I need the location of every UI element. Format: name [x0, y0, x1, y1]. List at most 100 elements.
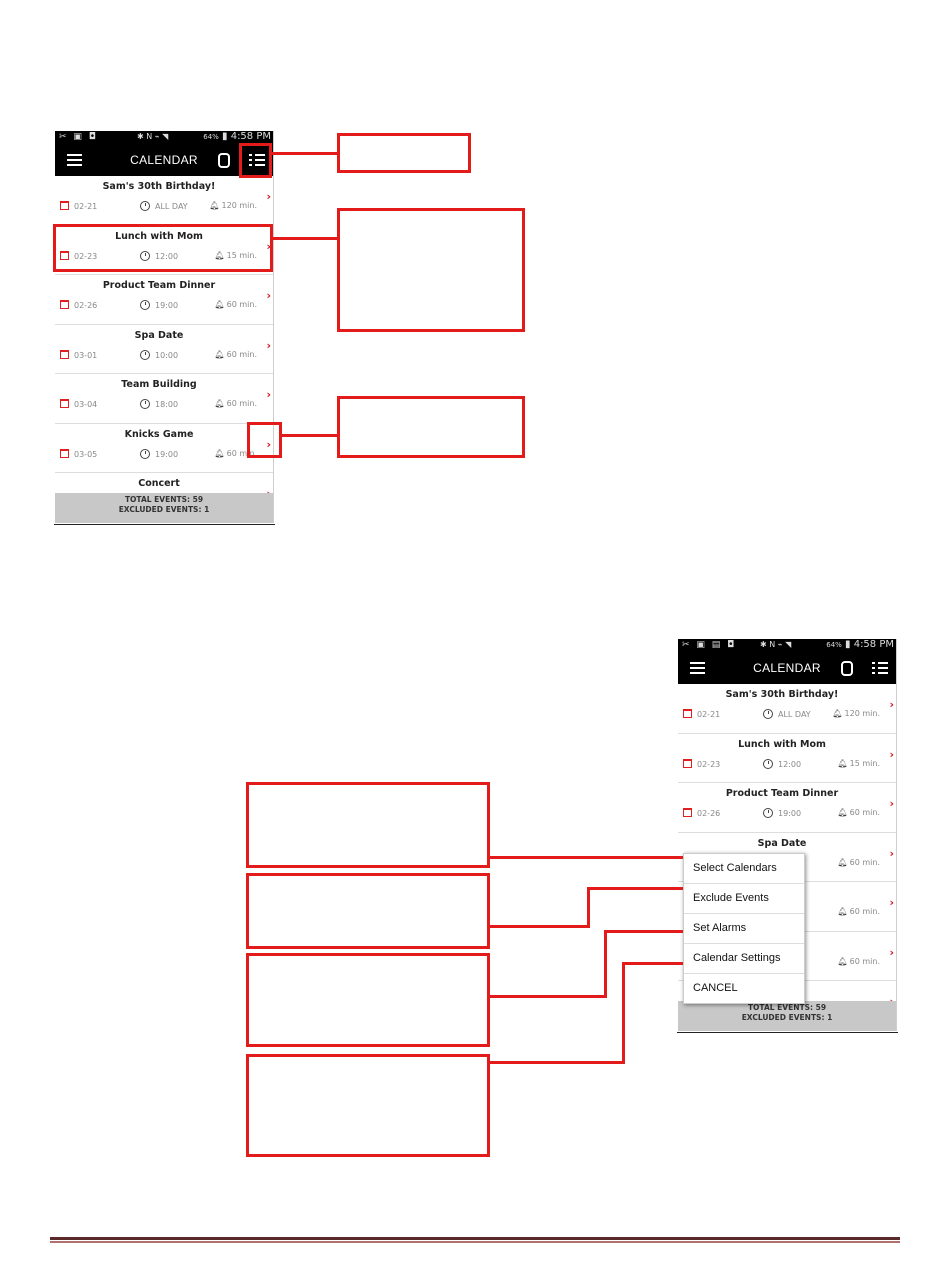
annotation-box-chevron: [247, 422, 282, 458]
watch-icon[interactable]: [218, 153, 230, 168]
event-title: Spa Date: [134, 329, 184, 341]
system-icons: ✱ N ⌁ ◥: [137, 132, 169, 141]
annotation-connector: [622, 962, 625, 1064]
list-menu-icon[interactable]: [249, 154, 265, 167]
event-time: 12:00: [778, 759, 802, 769]
annotation-box-event-row: [53, 224, 273, 272]
status-clock: 64% ▮ 4:58 PM: [203, 131, 271, 142]
event-date: 02-23: [697, 759, 721, 769]
chevron-right-icon[interactable]: ›: [889, 797, 894, 810]
event-alarm: 60 min.: [849, 857, 880, 867]
event-date: 02-26: [697, 809, 721, 818]
event-alarm: 60 min.: [849, 956, 880, 966]
menu-item[interactable]: Exclude Events: [684, 884, 804, 914]
annotation-connector: [604, 930, 607, 998]
event-time: ALL DAY: [778, 710, 811, 719]
event-title: Product Team Dinner: [102, 280, 216, 291]
chevron-right-icon[interactable]: ›: [266, 239, 271, 253]
app-bar: CALENDAR: [55, 144, 273, 176]
event-title: Concert: [138, 478, 180, 489]
clock-icon: [763, 808, 773, 818]
list-menu-icon[interactable]: [872, 662, 888, 675]
chevron-right-icon[interactable]: ›: [889, 945, 894, 959]
excluded-events: EXCLUDED EVENTS: 1: [741, 1013, 833, 1022]
chevron-right-icon[interactable]: ›: [889, 896, 894, 909]
annotation-callout-2: [337, 208, 525, 332]
annotation-connector: [604, 930, 683, 933]
bell-icon: 🔔︎: [837, 857, 848, 867]
annotation-box-list-icon: [239, 143, 272, 178]
event-time: 19:00: [778, 809, 802, 818]
calendar-icon: [683, 709, 692, 718]
event-time: 19:00: [155, 449, 179, 459]
bell-icon: 🔔︎: [214, 250, 225, 260]
event-alarm: 60 min.: [226, 349, 257, 359]
event-alarm: 120 min.: [221, 201, 257, 210]
annotation-callout-4: [246, 782, 490, 868]
annotation-connector: [272, 237, 338, 240]
phone-screen-1: ✂ ▣ ◘ ✱ N ⌁ ◥ 64% ▮ 4:58 PM CALENDAR Sam…: [54, 131, 275, 525]
calendar-icon: [60, 399, 69, 408]
system-icons: ✱ N ⌁ ◥: [760, 640, 792, 649]
event-alarm: 15 min.: [849, 758, 880, 768]
annotation-connector: [272, 152, 338, 155]
chevron-right-icon[interactable]: ›: [266, 190, 271, 203]
event-title: Team Building: [121, 379, 197, 390]
annotation-connector: [489, 995, 607, 998]
events-summary: TOTAL EVENTS: 59 EXCLUDED EVENTS: 1: [678, 1001, 896, 1031]
watch-icon[interactable]: [841, 661, 853, 676]
chevron-right-icon[interactable]: ›: [266, 388, 271, 401]
annotation-callout-6: [246, 953, 490, 1047]
clock-icon: [140, 399, 150, 409]
menu-item[interactable]: Set Alarms: [684, 914, 804, 944]
menu-item[interactable]: CANCEL: [693, 982, 738, 994]
page-footer-rule: [50, 1241, 900, 1243]
event-alarm: 60 min.: [849, 907, 880, 916]
event-date: 03-05: [74, 449, 98, 459]
chevron-right-icon[interactable]: ›: [266, 437, 271, 451]
event-alarm: 60 min.: [226, 399, 257, 408]
event-alarm: 60 min.: [226, 448, 257, 458]
hamburger-menu-icon[interactable]: [690, 662, 705, 674]
chevron-right-icon[interactable]: ›: [889, 747, 894, 761]
calendar-icon: [683, 758, 692, 768]
phone-screen-2: ✂ ▣ ▤ ◘ ✱ N ⌁ ◥ 64% ▮ 4:58 PM CALENDAR S…: [677, 639, 898, 1033]
calendar-icon: [60, 201, 69, 210]
event-title: Product Team Dinner: [725, 788, 839, 799]
event-alarm: 60 min.: [226, 300, 257, 309]
annotation-connector: [281, 434, 338, 437]
hamburger-menu-icon[interactable]: [67, 154, 82, 166]
chevron-right-icon[interactable]: ›: [266, 338, 271, 352]
menu-item[interactable]: Select Calendars: [684, 854, 804, 884]
event-date: 02-21: [697, 710, 721, 719]
bell-icon: 🔔︎: [837, 907, 848, 916]
clock-icon: [140, 201, 150, 211]
event-title: Knicks Game: [124, 428, 194, 440]
chevron-right-icon[interactable]: ›: [266, 289, 271, 302]
event-title: Sam's 30th Birthday!: [102, 181, 216, 192]
event-alarm: 120 min.: [844, 709, 880, 718]
annotation-callout-5: [246, 873, 490, 949]
bell-icon: 🔔︎: [837, 808, 848, 817]
bell-icon: 🔔︎: [837, 956, 848, 966]
menu-item[interactable]: Calendar Settings: [684, 944, 804, 974]
status-clock: 64% ▮ 4:58 PM: [826, 639, 894, 650]
event-date: 03-04: [74, 400, 98, 409]
clock-icon: [763, 758, 773, 769]
chevron-right-icon[interactable]: ›: [889, 846, 894, 860]
clock-icon: [140, 349, 150, 360]
total-events: TOTAL EVENTS: 59: [747, 1003, 827, 1012]
chevron-right-icon[interactable]: ›: [889, 698, 894, 711]
event-alarm: 15 min.: [226, 250, 257, 260]
annotation-callout-7: [246, 1054, 490, 1157]
event-time: ALL DAY: [155, 202, 188, 211]
